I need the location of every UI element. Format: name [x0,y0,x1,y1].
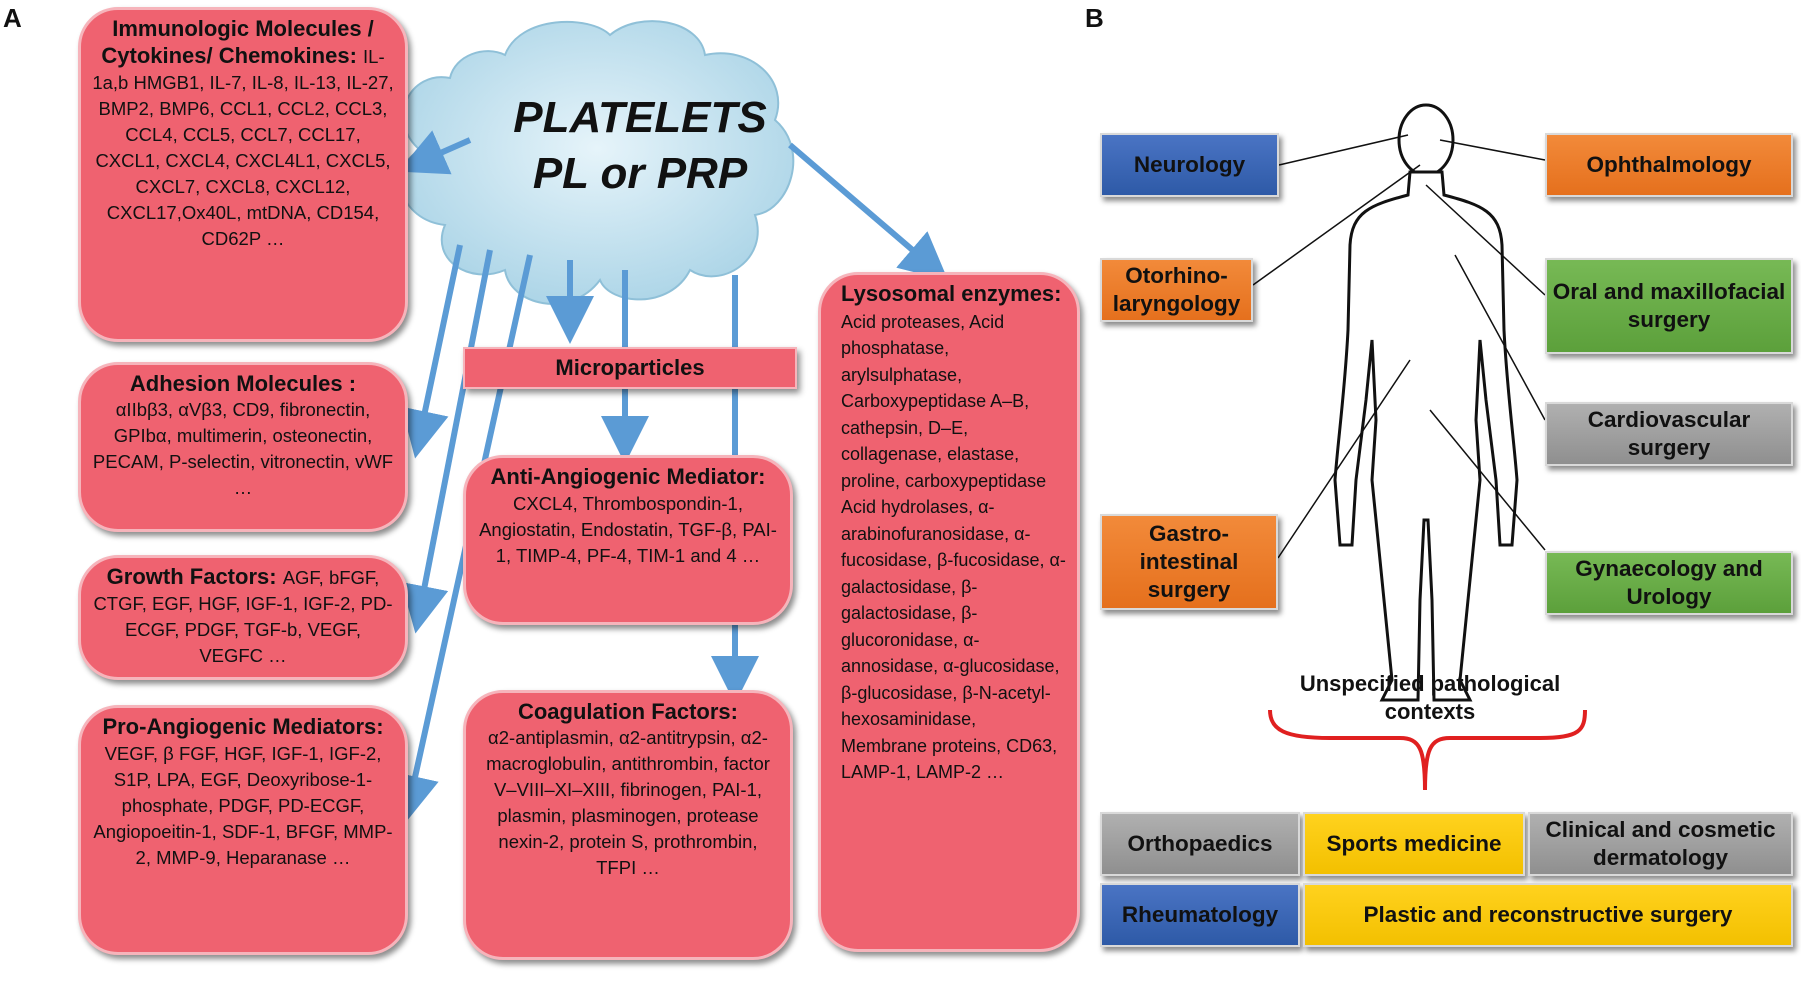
pro-angiogenic-body: VEGF, β FGF, HGF, IGF-1, IGF-2, S1P, LPA… [93,743,393,868]
anti-angiogenic-heading: Anti-Angiogenic Mediator: [490,464,766,489]
rheumatology-box: Rheumatology [1100,883,1300,947]
panel-label-a: A [3,3,22,33]
microparticles-box: Microparticles [463,347,797,389]
coagulation-heading: Coagulation Factors: [517,699,738,724]
otorhinolaryngology-box: Otorhino-laryngology [1100,258,1253,322]
pro-angiogenic-heading: Pro-Angiogenic Mediators: [102,714,384,739]
immunologic-box: Immunologic Molecules / Cytokines/ Chemo… [78,7,408,342]
dermatology-box: Clinical and cosmetic dermatology [1528,812,1793,876]
anti-angiogenic-body: CXCL4, Thrombospondin-1, Angiostatin, En… [479,493,777,566]
immunologic-body: IL-1a,b HMGB1, IL-7, IL-8, IL-13, IL-27,… [92,46,394,249]
brace [1268,709,1587,791]
sports-medicine-box: Sports medicine [1303,812,1525,876]
oral-maxillofacial-box: Oral and maxillofacial surgery [1545,258,1793,354]
cloud-label: PLATELETS PL or PRP [500,90,780,202]
cloud-line-2: PL or PRP [532,149,748,198]
growth-factors-box: Growth Factors: AGF, bFGF, CTGF, EGF, HG… [78,555,408,680]
cloud-line-1: PLATELETS [513,93,767,142]
lysosomal-heading: Lysosomal enzymes: [841,281,1062,306]
gastrointestinal-box: Gastro-intestinal surgery [1100,514,1278,610]
coagulation-body: α2-antiplasmin, α2-antitrypsin, α2-macro… [486,727,770,878]
pro-angiogenic-box: Pro-Angiogenic Mediators: VEGF, β FGF, H… [78,705,408,955]
panel-label-b: B [1085,3,1104,33]
neurology-box: Neurology [1100,133,1279,197]
lysosomal-body: Acid proteases, Acid phosphatase, arylsu… [841,311,1066,783]
adhesion-body: αIIbβ3, αVβ3, CD9, fibronectin, GPIbα, m… [92,399,394,498]
adhesion-heading: Adhesion Molecules : [129,371,357,396]
human-body-figure [1333,103,1519,702]
plastic-surgery-box: Plastic and reconstructive surgery [1303,883,1793,947]
growth-body: AGF, bFGF, CTGF, EGF, HGF, IGF-1, IGF-2,… [93,567,393,666]
immunologic-heading: Immunologic Molecules / Cytokines/ Chemo… [101,16,374,68]
adhesion-box: Adhesion Molecules : αIIbβ3, αVβ3, CD9, … [78,362,408,532]
orthopaedics-box: Orthopaedics [1100,812,1300,876]
lysosomal-box: Lysosomal enzymes: Acid proteases, Acid … [818,272,1080,952]
coagulation-box: Coagulation Factors: α2-antiplasmin, α2-… [463,690,793,960]
ophthalmology-box: Ophthalmology [1545,133,1793,197]
anti-angiogenic-box: Anti-Angiogenic Mediator: CXCL4, Thrombo… [463,455,793,625]
unspecified-label: Unspecified pathological contexts [1299,671,1561,724]
gynaecology-urology-box: Gynaecology and Urology [1545,551,1793,615]
growth-heading: Growth Factors: [106,564,283,589]
cardiovascular-box: Cardiovascular surgery [1545,402,1793,466]
